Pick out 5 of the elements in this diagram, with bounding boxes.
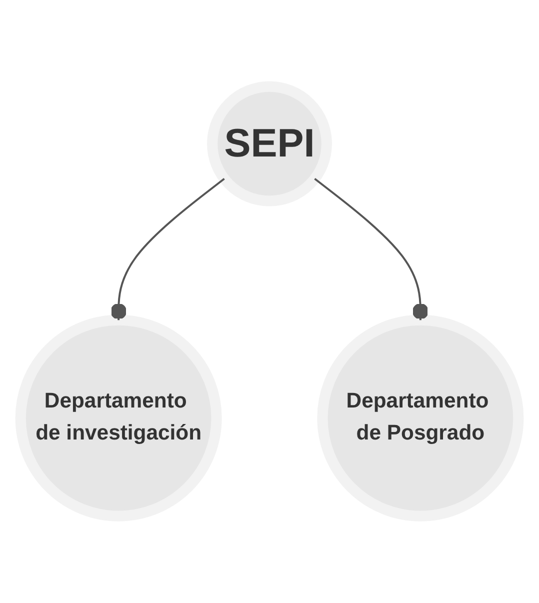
connector bbox=[110, 178, 225, 320]
node-circle: Departamento de Posgrado bbox=[317, 314, 524, 522]
node-circle: SEPI bbox=[207, 81, 332, 206]
connector bbox=[314, 178, 428, 320]
node-circle: Departamento de investigación bbox=[15, 314, 222, 522]
